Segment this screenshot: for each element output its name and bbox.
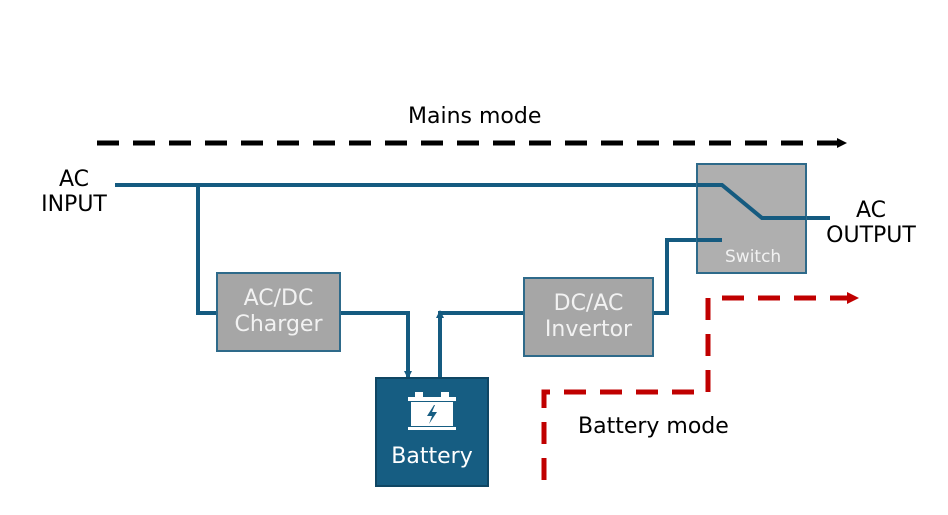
ac-output-label: AC OUTPUT [816,198,926,249]
wire-invertor-to-switch [652,238,722,315]
invertor-line-2: Invertor [544,317,633,342]
charger-line-1: AC/DC [243,285,314,311]
battery-block: Battery [375,377,489,487]
ac-output-line-1: AC [855,198,887,223]
battery-label: Battery [391,444,473,469]
ac-input-label: AC INPUT [34,167,114,218]
charger-block: AC/DC Charger [216,272,341,352]
ac-input-line-1: AC [58,167,90,192]
wire-ac-input-to-charger [196,185,218,315]
arrow-up-from-battery [436,310,444,318]
battery-charge-icon [406,392,458,438]
switch-contact [697,183,806,220]
ac-input-line-2: INPUT [41,192,107,218]
invertor-block: DC/AC Invertor [523,277,654,357]
charger-line-2: Charger [234,312,323,337]
ac-output-line-2: OUTPUT [826,223,916,249]
wire-battery-to-invertor [438,311,525,377]
wire-charger-to-battery [340,311,410,377]
mains-mode-label: Mains mode [408,104,542,129]
invertor-line-1: DC/AC [553,290,624,316]
battery-mode-path [541,292,859,480]
battery-mode-label: Battery mode [578,414,729,439]
arrow-down-into-battery [404,371,412,379]
switch-label: Switch [725,247,782,267]
